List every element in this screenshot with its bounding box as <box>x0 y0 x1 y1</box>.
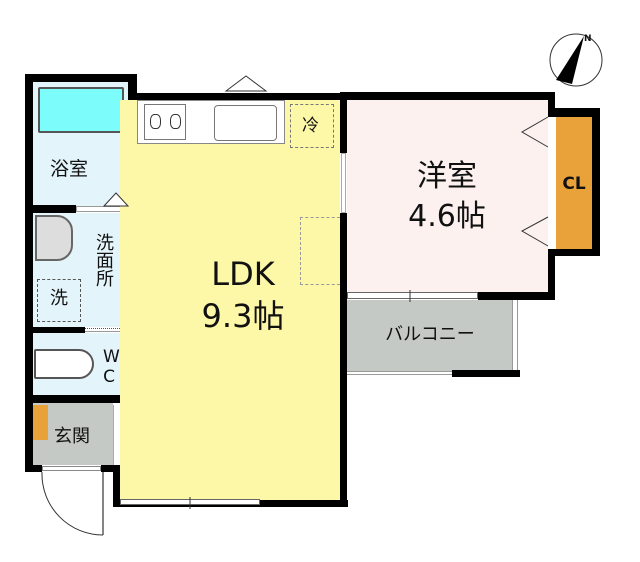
wall <box>33 205 76 213</box>
entrance-label: 玄関 <box>54 426 90 447</box>
washer-label: 洗 <box>50 288 68 309</box>
balcony <box>347 300 513 371</box>
kitchen-sink <box>214 105 277 141</box>
balcony-window[interactable] <box>347 292 478 299</box>
fridge-space <box>290 104 334 148</box>
balcony-edge <box>347 371 452 375</box>
burner <box>170 114 181 129</box>
wall <box>25 74 33 472</box>
compass-north-label: N <box>584 34 592 44</box>
wash-basin <box>35 215 73 261</box>
wall <box>113 465 120 507</box>
bathtub <box>38 87 124 133</box>
ldk-size-label: 9.3帖 <box>201 297 285 335</box>
wall <box>25 395 137 403</box>
toilet <box>34 349 94 379</box>
compass-icon <box>549 33 603 87</box>
closet-door[interactable] <box>548 117 556 249</box>
wall <box>548 249 555 300</box>
wall <box>25 465 42 472</box>
storage-dashed <box>300 217 340 285</box>
balcony-label: バルコニー <box>385 324 475 345</box>
fridge-label: 冷 <box>302 116 319 136</box>
closet-label: CL <box>562 174 586 194</box>
wall <box>340 92 555 100</box>
ldk-room <box>120 100 340 500</box>
bath-door-mark <box>102 192 130 207</box>
wall <box>548 92 555 117</box>
western-door[interactable] <box>341 153 346 213</box>
wall <box>25 74 137 82</box>
balcony-rail <box>517 300 519 372</box>
wall <box>33 327 85 333</box>
wall <box>340 93 347 153</box>
closet-door-mark <box>520 116 549 148</box>
wall <box>478 292 555 300</box>
burner <box>150 114 161 129</box>
vent-mark <box>224 75 268 92</box>
wall <box>137 93 348 100</box>
bath-label: 浴室 <box>50 158 89 180</box>
shoe-cabinet <box>33 405 48 440</box>
washer-space <box>37 279 81 322</box>
ldk-name-label: LDK <box>211 255 275 293</box>
kitchen-counter <box>137 100 285 144</box>
closet-door-mark <box>520 216 549 247</box>
washroom-label: 洗面所 <box>93 233 114 287</box>
wall <box>101 465 120 472</box>
wall <box>452 370 520 377</box>
western-room <box>347 100 548 292</box>
western-size-label: 4.6帖 <box>408 199 486 234</box>
wc-door[interactable] <box>85 328 128 332</box>
entrance-door-frame <box>42 466 101 471</box>
western-name-label: 洋室 <box>417 159 477 194</box>
entrance-ldk-door[interactable] <box>113 405 120 465</box>
closet <box>556 117 592 249</box>
stove <box>144 104 186 140</box>
wall <box>340 213 347 507</box>
entrance-door-swing <box>41 471 104 536</box>
